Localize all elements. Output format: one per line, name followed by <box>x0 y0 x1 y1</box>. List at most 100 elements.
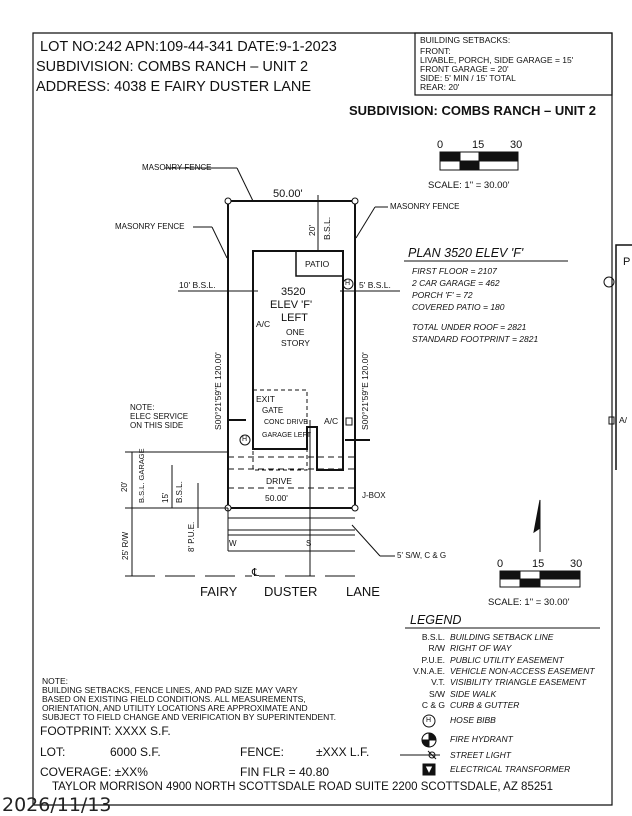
fire-hydrant-icon <box>421 732 437 748</box>
address-line: ADDRESS: 4038 E FAIRY DUSTER LANE <box>36 79 312 95</box>
bsl-label: B.S.L. <box>175 481 184 503</box>
garage-label: GARAGE LEFT <box>262 432 312 439</box>
legend-text: VISIBILITY TRIANGLE EASEMENT <box>450 677 586 687</box>
legend-text: BUILDING SETBACK LINE <box>450 632 554 642</box>
note-line: BASED ON EXISTING FIELD CONDITIONS. ALL … <box>42 694 306 704</box>
legend-text: PUBLIC UTILITY EASEMENT <box>450 655 564 665</box>
lot-label: LOT: <box>40 745 66 759</box>
garage-dashed <box>252 389 308 471</box>
house-outline <box>252 250 344 471</box>
legend-text: ELECTRICAL TRANSFORMER <box>450 764 571 774</box>
note-line: SUBJECT TO FIELD CHANGE AND VERIFICATION… <box>42 712 336 722</box>
setback-15-dimension: 15' <box>161 492 170 503</box>
legend-text: CURB & GUTTER <box>450 700 520 710</box>
plan-area-line: COVERED PATIO = 180 <box>412 302 505 312</box>
plan-area-line: 2 CAR GARAGE = 462 <box>412 278 500 288</box>
water-line-label: W <box>229 539 237 548</box>
legend-text: RIGHT OF WAY <box>450 643 512 653</box>
street-name: LANE <box>346 584 380 599</box>
exit-label: EXIT <box>256 394 275 404</box>
plan-area-line: FIRST FLOOR = 2107 <box>412 266 497 276</box>
builder-footer: TAYLOR MORRISON 4900 NORTH SCOTTSDALE RO… <box>52 781 554 793</box>
rear-width-dimension: 50.00' <box>273 188 303 200</box>
garage-setback-dimension: 20' <box>120 481 129 492</box>
left-depth-dimension: S00°21'59"E 120.00' <box>213 352 223 430</box>
setback-line: FRONT GARAGE = 20' <box>420 64 509 74</box>
ac-label: A/C <box>324 416 339 426</box>
drive-label: DRIVE <box>266 476 292 486</box>
patio-outline <box>295 251 343 277</box>
scale-tick: 0 <box>437 139 444 151</box>
stories-label: STORY <box>281 338 310 348</box>
legend-abbr: S/W <box>428 689 445 699</box>
scale-tick: 30 <box>510 139 523 151</box>
scale-label: SCALE: 1" = 30.00' <box>488 597 570 608</box>
scale-tick: 15 <box>472 139 485 151</box>
legend-abbr: P.U.E. <box>421 655 445 665</box>
legend-text: HOSE BIBB <box>450 715 496 725</box>
elec-note: ON THIS SIDE <box>130 421 184 430</box>
electrical-transformer-icon <box>422 763 436 776</box>
rear-setback-dimension: 20' <box>307 224 317 236</box>
note-line: BUILDING SETBACKS, FENCE LINES, AND PAD … <box>42 685 298 695</box>
finish-floor-stat: FIN FLR = 40.80 <box>240 765 330 779</box>
setback-line: REAR: 20' <box>420 82 460 92</box>
stories-label: ONE <box>286 327 305 337</box>
centerline-symbol: ℄ <box>252 567 260 579</box>
plan-number: 3520 <box>281 286 306 298</box>
masonry-fence-label: MASONRY FENCE <box>142 163 212 172</box>
ac-label: A/C <box>256 319 271 329</box>
sewer-line-label: S <box>306 539 312 548</box>
masonry-fence-label: MASONRY FENCE <box>115 222 185 231</box>
legend-text: FIRE HYDRANT <box>450 734 513 744</box>
street-name: FAIRY <box>200 584 238 599</box>
setbacks-title: BUILDING SETBACKS: <box>420 35 511 45</box>
front-width-dimension: 50.00' <box>265 493 288 503</box>
lot-info-line: LOT NO:242 APN:109-44-341 DATE:9-1-2023 <box>40 39 337 55</box>
hose-bibb-icon <box>239 434 251 446</box>
footprint-stat: FOOTPRINT: XXXX S.F. <box>40 724 171 738</box>
plan-total-line: TOTAL UNDER ROOF = 2821 <box>412 322 527 332</box>
scale-label: SCALE: 1" = 30.00' <box>428 180 510 191</box>
legend-abbr: V.T. <box>431 677 445 687</box>
plan-area-line: PORCH 'F' = 72 <box>412 290 473 300</box>
conc-drive-label: CONC DRIVE <box>264 419 308 426</box>
neighbor-patio-label: P <box>623 256 631 268</box>
hose-bibb-icon <box>422 714 436 728</box>
elevation-label: ELEV 'F' <box>270 299 313 311</box>
hose-bibb-label: H <box>345 280 351 287</box>
fence-label: FENCE: <box>240 745 285 759</box>
subdivision-banner: SUBDIVISION: COMBS RANCH – UNIT 2 <box>349 103 597 118</box>
plan-title: PLAN 3520 ELEV 'F' <box>408 246 524 260</box>
gate-label: GATE <box>262 406 284 415</box>
sidewalk-label: 5' S/W, C & G <box>397 551 447 560</box>
hose-bibb-label: H <box>242 436 248 443</box>
right-depth-dimension: S00°21'59"E 120.00' <box>360 352 370 430</box>
pue-dimension: 8' P.U.E. <box>187 521 196 552</box>
setback-line: FRONT: <box>420 46 451 56</box>
legend-abbr: V.N.A.E. <box>413 666 445 676</box>
elec-note: ELEC SERVICE <box>130 412 189 421</box>
neighbor-ac-label: A/ <box>619 415 628 425</box>
masonry-fence-label: MASONRY FENCE <box>390 202 460 211</box>
scale-bar-bottom <box>499 570 581 588</box>
north-arrow-icon <box>533 499 541 552</box>
hose-bibb-icon-label: H <box>426 717 432 724</box>
legend-title: LEGEND <box>410 613 462 627</box>
setback-line: LIVABLE, PORCH, SIDE GARAGE = 15' <box>420 55 574 65</box>
scale-tick: 0 <box>497 558 504 570</box>
legend-abbr: C & G <box>421 700 445 710</box>
left-bsl-label: 10' B.S.L. <box>179 280 216 290</box>
street-name: DUSTER <box>264 584 318 599</box>
patio-label: PATIO <box>305 259 330 269</box>
note-line: ORIENTATION, AND UTILITY LOCATIONS ARE A… <box>42 703 308 713</box>
right-of-way-dimension: 25' R/W <box>121 531 130 560</box>
plan-total-line: STANDARD FOOTPRINT = 2821 <box>412 334 539 344</box>
subdivision-line: SUBDIVISION: COMBS RANCH – UNIT 2 <box>36 59 309 75</box>
setbacks-box <box>414 32 613 96</box>
coverage-stat: COVERAGE: ±XX% <box>40 765 148 779</box>
right-bsl-label: 5' B.S.L. <box>359 280 391 290</box>
elec-note: NOTE: <box>130 403 155 412</box>
legend-text: STREET LIGHT <box>450 750 511 760</box>
